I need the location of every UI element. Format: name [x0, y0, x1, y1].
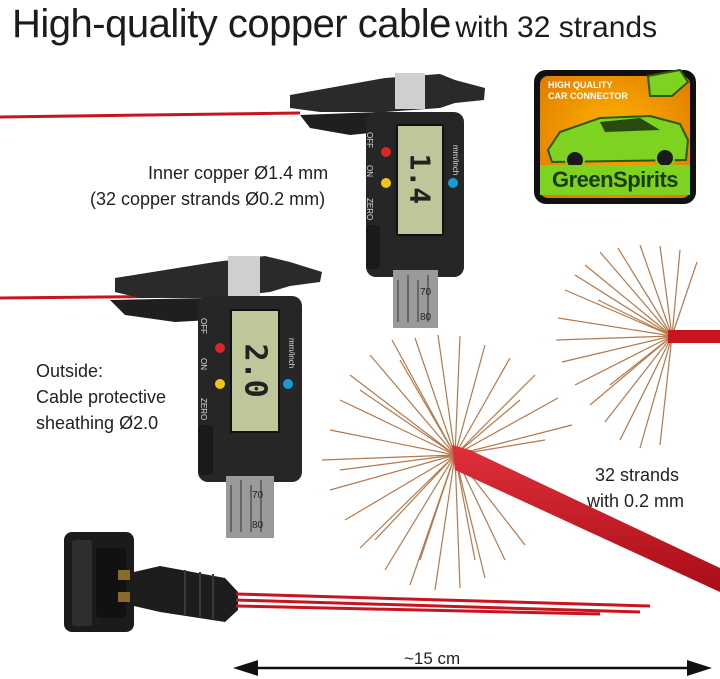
logo-tagline: HIGH QUALITY CAR CONNECTOR	[548, 80, 628, 102]
greenspirits-logo	[534, 68, 696, 204]
car-connector	[64, 532, 238, 632]
caliper-top: 70 80	[290, 73, 485, 328]
caliper-bottom: 70 80	[110, 256, 322, 538]
copper-strands-large	[321, 334, 573, 591]
red-cable-large	[452, 445, 720, 592]
strands-line2: with 0.2 mm	[587, 491, 685, 511]
inner-copper-line1: Inner copper Ø1.4 mm	[148, 163, 329, 183]
caliper-top-reading: 1.4	[403, 153, 437, 205]
logo-brand: GreenSpirits	[551, 167, 679, 192]
svg-text:80: 80	[420, 312, 432, 323]
top-wire	[0, 111, 301, 119]
svg-text:80: 80	[252, 520, 264, 531]
length-label: ~15 cm	[404, 649, 461, 668]
inner-copper-line2: (32 copper strands Ø0.2 mm)	[90, 189, 326, 209]
logo-tagline-line2: CAR CONNECTOR	[548, 91, 628, 101]
strands-line1: 32 strands	[595, 465, 680, 485]
caliper-bottom-unit-label: mm/inch	[287, 338, 296, 369]
caliper-top-on-label: ON	[365, 165, 374, 177]
svg-text:70: 70	[252, 490, 264, 501]
outside-line2: Cable protective	[36, 387, 167, 407]
caliper-bottom-reading: 2.0	[237, 343, 273, 398]
outside-line1: Outside:	[36, 361, 104, 381]
outside-sheathing-label: Outside: Cable protective sheathing Ø2.0	[36, 358, 166, 436]
caliper-bottom-off-label: OFF	[199, 318, 208, 334]
length-arrow	[233, 660, 712, 676]
caliper-bottom-on-label: ON	[199, 358, 208, 370]
caliper-bottom-zero-label: ZERO	[199, 398, 208, 421]
copper-strands-small	[555, 244, 698, 449]
caliper-top-unit-label: mm/inch	[451, 145, 460, 176]
caliper-top-off-label: OFF	[365, 132, 374, 148]
svg-text:70: 70	[420, 287, 432, 298]
strands-label: 32 strands with 0.2 mm	[587, 462, 684, 514]
logo-tagline-line1: HIGH QUALITY	[548, 80, 613, 90]
title-suffix: with 32 strands	[455, 11, 658, 44]
outside-line3: sheathing Ø2.0	[36, 413, 159, 433]
page-title: High-quality copper cable with 32 strand…	[12, 2, 657, 47]
connector-wires	[235, 592, 651, 616]
title-main: High-quality copper cable	[12, 2, 451, 46]
red-cable-small	[668, 330, 720, 343]
caliper-top-zero-label: ZERO	[365, 198, 374, 221]
inner-copper-label: Inner copper Ø1.4 mm (32 copper strands …	[90, 160, 329, 212]
